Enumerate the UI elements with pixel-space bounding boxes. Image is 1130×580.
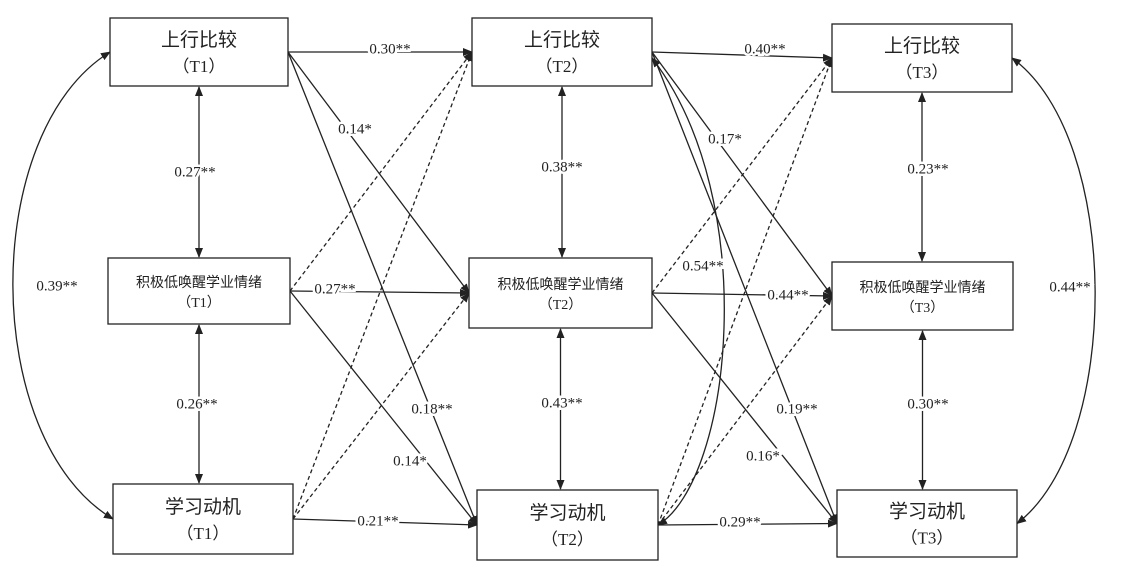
node-M3: 学习动机 （T3） <box>836 489 1018 558</box>
path-coefficient: 0.44** <box>767 287 808 303</box>
path-coefficient: 0.18** <box>411 401 452 417</box>
path-U2-to-M3 <box>651 51 838 525</box>
node-time: （T3） <box>901 300 945 316</box>
node-title: 积极低唤醒学业情绪 <box>136 274 262 291</box>
path-E1-to-U2 <box>289 51 473 292</box>
path-coefficient: 0.14* <box>338 121 372 137</box>
path-coefficient: 0.19** <box>776 401 817 417</box>
path-E2-to-U3 <box>651 57 833 294</box>
correlation-coefficient: 0.43** <box>541 395 582 411</box>
node-title: 上行比较 <box>884 35 960 57</box>
correlation-U3-M3 <box>1011 57 1096 525</box>
correlation-coefficient: 0.39** <box>36 278 77 294</box>
path-coefficient: 0.29** <box>719 514 760 530</box>
path-coefficient: 0.30** <box>369 41 410 57</box>
path-coefficient: 0.17* <box>708 131 742 147</box>
node-U3: 上行比较 （T3） <box>831 23 1013 93</box>
path-U2-to-U3 <box>651 51 833 62</box>
path-E2-to-E3 <box>651 291 833 300</box>
node-time: （T1） <box>177 295 221 311</box>
correlation-coefficient: 0.26** <box>176 396 217 412</box>
path-coefficient: 0.27** <box>314 281 355 297</box>
node-U1: 上行比较 （T1） <box>109 17 289 87</box>
node-time: （T2） <box>539 297 583 313</box>
correlation-U2-M2 <box>651 57 725 526</box>
path-M1-to-U2 <box>292 51 473 520</box>
path-M1-to-E2 <box>292 292 470 520</box>
node-time: （T1） <box>173 57 226 76</box>
path-coefficient: 0.14* <box>393 453 427 469</box>
node-title: 积极低唤醒学业情绪 <box>860 279 986 296</box>
path-E1-to-E2 <box>289 288 470 297</box>
path-M1-to-M2 <box>292 518 478 529</box>
node-E2: 积极低唤醒学业情绪 （T2） <box>468 257 653 329</box>
path-U1-to-M2 <box>287 51 478 526</box>
correlation-coefficient: 0.38** <box>541 159 582 175</box>
node-M2: 学习动机 （T2） <box>476 489 659 561</box>
node-title: 学习动机 <box>889 501 965 523</box>
correlation-coefficient: 0.23** <box>907 161 948 177</box>
node-E1: 积极低唤醒学业情绪 （T1） <box>107 257 291 325</box>
correlation-coefficient: 0.54** <box>682 258 723 274</box>
path-U2-to-E3 <box>651 51 833 297</box>
path-coefficient: 0.21** <box>357 513 398 529</box>
node-time: （T1） <box>177 524 230 543</box>
node-E3: 积极低唤醒学业情绪 （T3） <box>831 261 1014 331</box>
path-coefficient: 0.16* <box>746 448 780 464</box>
node-time: （T2） <box>541 530 594 549</box>
correlation-coefficient: 0.27** <box>174 164 215 180</box>
node-title: 上行比较 <box>161 29 237 51</box>
path-M2-to-M3 <box>657 519 838 528</box>
node-time: （T3） <box>896 63 949 82</box>
path-M2-to-U3 <box>657 57 833 526</box>
path-E1-to-M2 <box>289 290 478 526</box>
node-title: 学习动机 <box>529 502 605 524</box>
correlation-coefficient: 0.44** <box>1049 279 1090 295</box>
path-coefficient: 0.40** <box>744 41 785 57</box>
node-title: 学习动机 <box>165 496 241 518</box>
correlation-U1-M1 <box>12 51 114 520</box>
correlation-coefficient: 0.30** <box>907 396 948 412</box>
node-title: 积极低唤醒学业情绪 <box>498 276 624 293</box>
node-U2: 上行比较 （T2） <box>471 17 653 87</box>
node-M1: 学习动机 （T1） <box>112 483 294 555</box>
node-time: （T2） <box>536 57 589 76</box>
node-title: 上行比较 <box>524 29 600 51</box>
node-time: （T3） <box>901 529 954 548</box>
path-M2-to-E3 <box>657 295 833 526</box>
path-E2-to-M3 <box>651 292 838 525</box>
path-U1-to-E2 <box>287 51 470 294</box>
